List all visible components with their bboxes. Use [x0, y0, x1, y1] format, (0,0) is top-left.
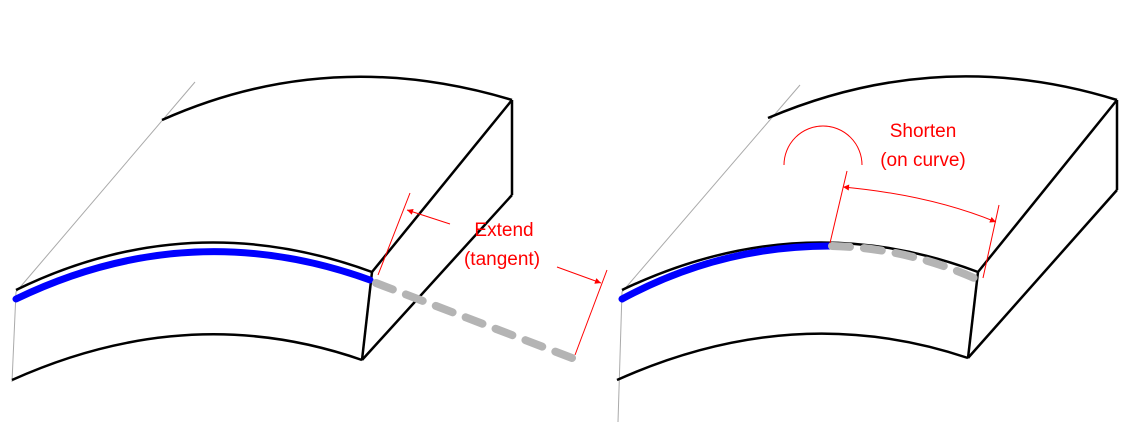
right-bottom-edge — [967, 189, 1118, 359]
dimension-arrow — [406, 209, 451, 225]
extend-sublabel: (tangent) — [464, 249, 540, 270]
right-bottom-edge — [361, 194, 513, 361]
bottom-front-edge — [11, 333, 363, 382]
shorten-example: Shorten (on curve) — [616, 75, 1119, 423]
dimension-arrow — [556, 266, 602, 284]
shorten-label: Shorten — [890, 121, 957, 142]
extension-line — [377, 192, 411, 276]
extended-curve-dashed — [372, 279, 576, 362]
bottom-front-edge — [616, 332, 969, 382]
extension-line — [829, 170, 848, 244]
extension-line — [982, 204, 1000, 279]
selected-curve — [12, 248, 374, 303]
front-vertical — [360, 271, 374, 361]
direction-arc-icon — [783, 125, 863, 166]
shortened-curve-dashed — [828, 242, 989, 287]
shorten-sublabel: (on curve) — [880, 150, 966, 171]
top-front-edge — [621, 241, 979, 292]
top-front-edge — [15, 241, 373, 292]
top-back-edge — [161, 75, 513, 122]
dimension-arc — [842, 184, 997, 223]
right-top-edge — [977, 99, 1118, 273]
right-top-edge — [371, 99, 513, 273]
extension-line — [574, 269, 608, 356]
selected-curve — [618, 242, 834, 303]
construction-line — [11, 81, 196, 383]
extend-example: Extend (tangent) — [11, 75, 608, 383]
top-back-edge — [767, 75, 1118, 120]
extend-label: Extend — [474, 220, 533, 241]
construction-line — [617, 84, 801, 423]
front-vertical — [966, 271, 980, 359]
